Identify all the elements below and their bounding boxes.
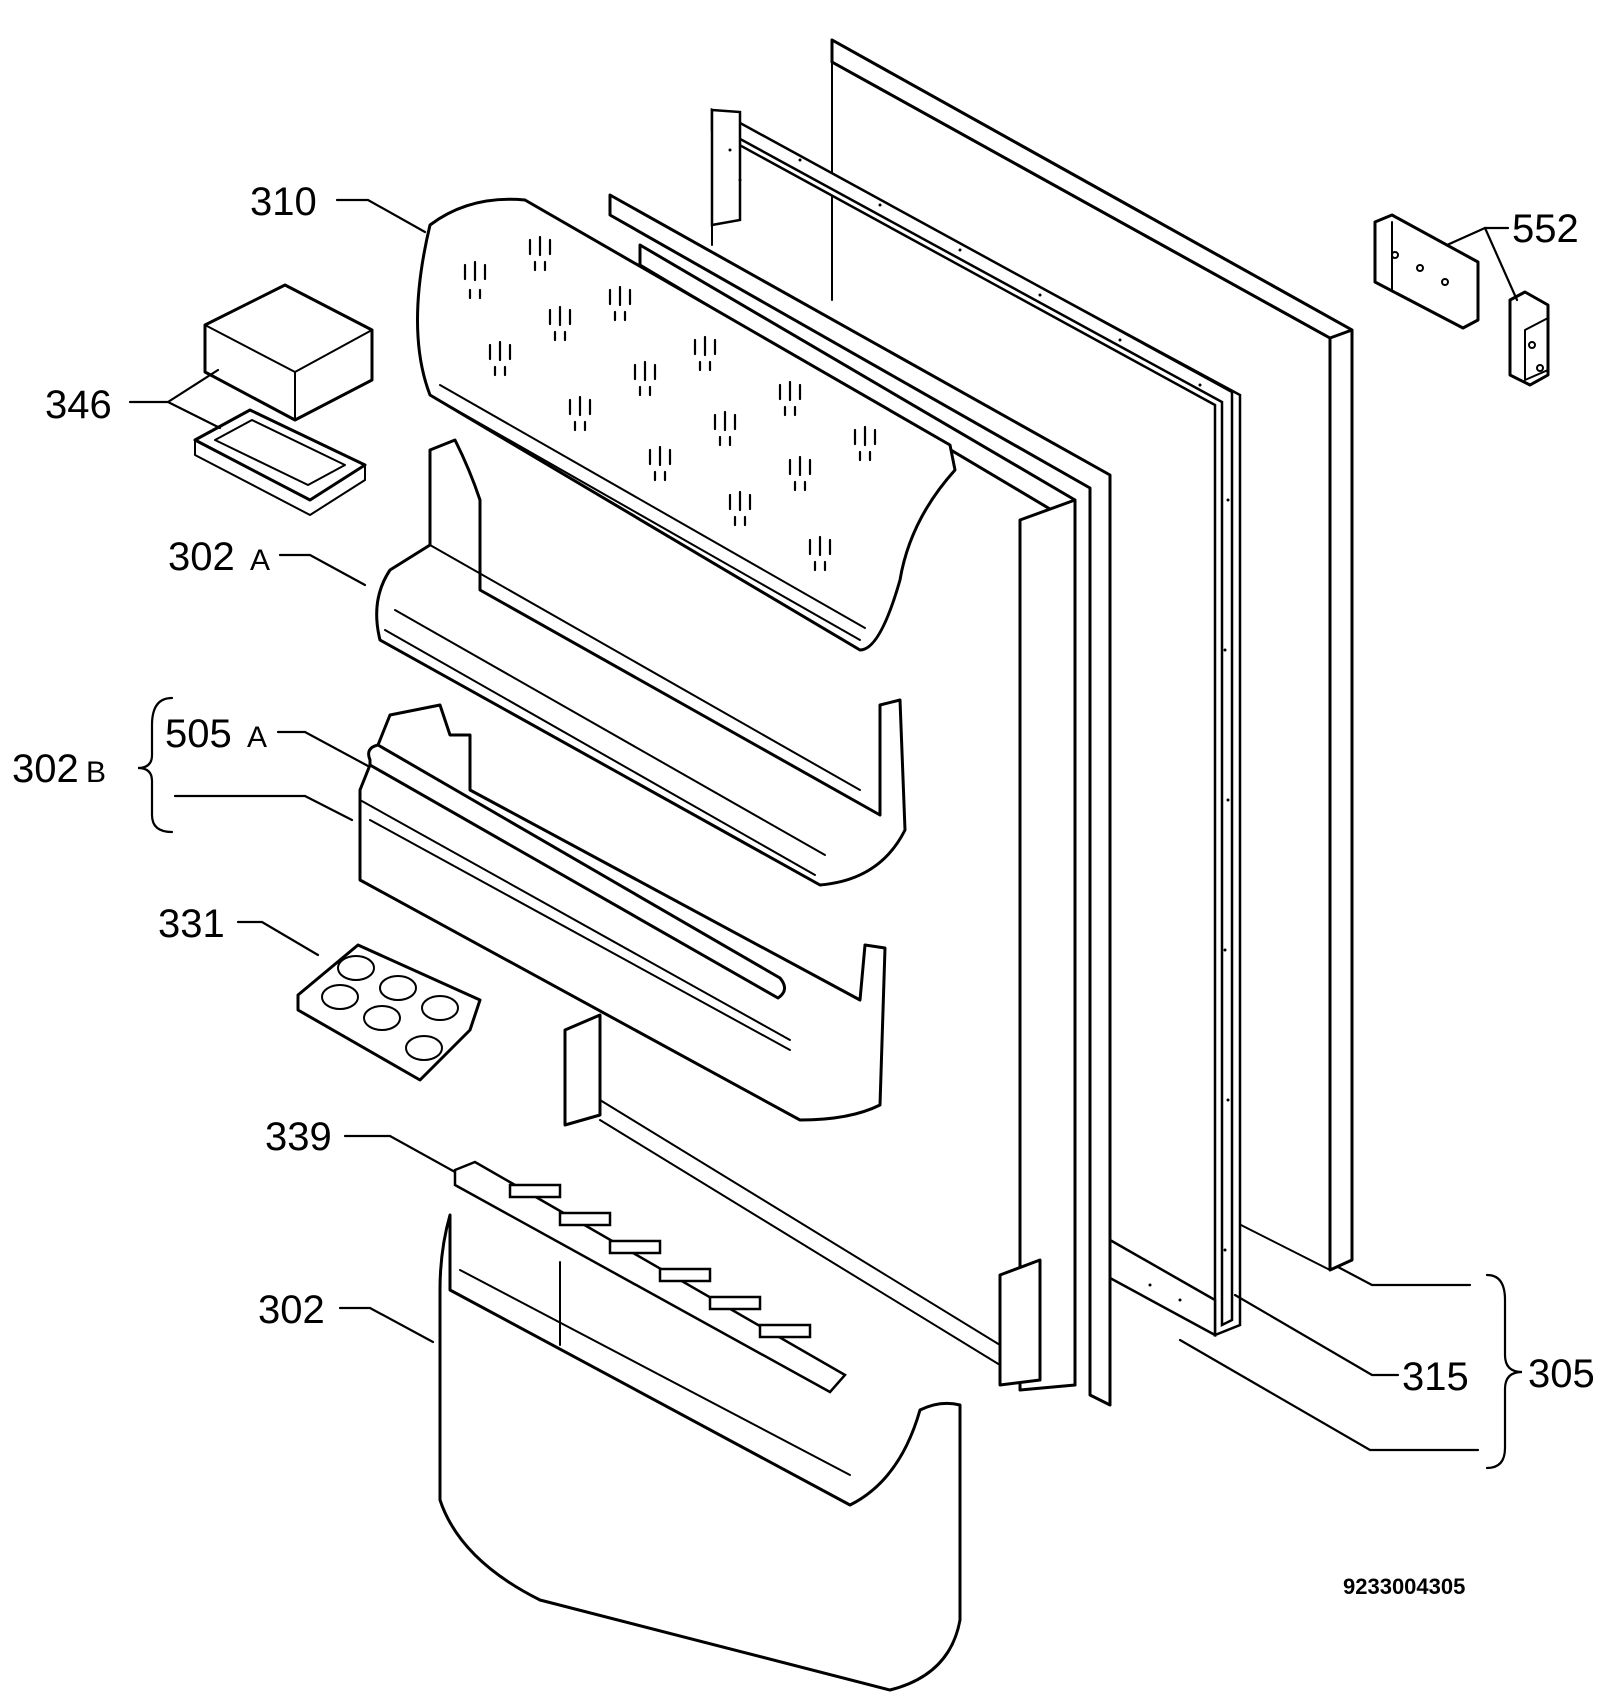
door-shelf-302a — [375, 438, 907, 887]
label-302b-suffix: B — [86, 756, 106, 789]
label-305: 305 — [1528, 1352, 1595, 1396]
door-gasket — [710, 107, 1242, 1338]
bottle-shelf-302 — [438, 1213, 962, 1692]
label-302: 302 — [258, 1288, 325, 1332]
leader-lines — [128, 198, 1519, 1452]
hinge-covers — [1373, 213, 1550, 387]
label-331: 331 — [158, 902, 225, 946]
egg-tray — [296, 943, 482, 1082]
drawing-reference-number: 9233004305 — [1343, 1574, 1465, 1599]
label-339: 339 — [265, 1115, 332, 1159]
butter-dish — [193, 283, 374, 516]
retainer-ribs — [508, 1183, 812, 1339]
label-302b-number: 302 — [12, 747, 79, 791]
vent-holes — [463, 235, 877, 572]
bottle-retainer — [453, 1160, 847, 1394]
label-315: 315 — [1402, 1355, 1469, 1399]
label-346: 346 — [45, 383, 112, 427]
door-outer-panel — [830, 38, 1354, 1272]
label-310: 310 — [250, 180, 317, 224]
label-302a-suffix: A — [250, 544, 270, 577]
label-505a-suffix: A — [247, 721, 267, 754]
brace-305 — [1485, 1273, 1523, 1470]
door-shelf-302b — [358, 703, 887, 1122]
dairy-compartment-cover — [416, 197, 957, 652]
brace-302b — [137, 696, 174, 834]
door-inner-liner — [563, 193, 1112, 1407]
gasket-speckle — [728, 148, 1230, 1302]
label-505a-number: 505 — [165, 712, 232, 756]
label-302a-number: 302 — [168, 535, 235, 579]
label-552: 552 — [1512, 207, 1579, 251]
